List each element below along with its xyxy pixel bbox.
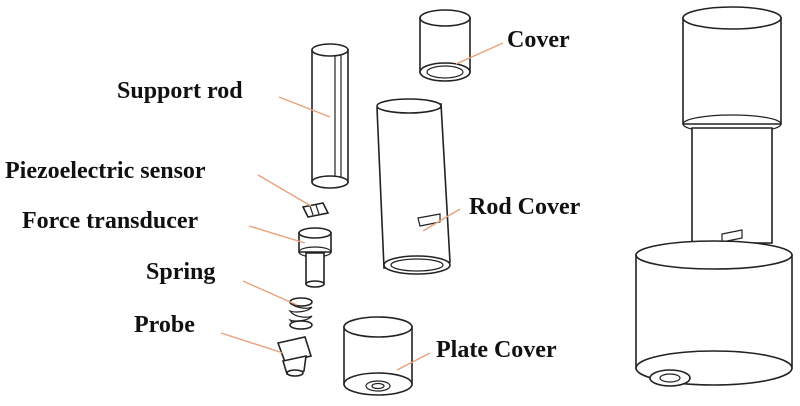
label-spring: Spring — [146, 259, 216, 285]
rod-cover-part — [376, 98, 451, 275]
probe-part — [276, 336, 313, 377]
rod-cover-leader — [422, 208, 461, 232]
piezoelectric-sensor-leader — [257, 174, 312, 207]
label-plate-cover: Plate Cover — [436, 337, 557, 363]
probe-leader — [220, 332, 284, 354]
cover-leader — [455, 42, 504, 65]
label-rod-cover: Rod Cover — [469, 194, 581, 220]
piezoelectric-sensor-part — [301, 202, 330, 218]
spring-leader — [242, 280, 298, 306]
support-rod-part — [311, 43, 349, 189]
label-support-rod: Support rod — [117, 78, 243, 104]
assembled-device — [635, 6, 793, 387]
support-rod-leader — [278, 96, 331, 118]
label-piezoelectric-sensor: Piezoelectric sensor — [5, 158, 206, 184]
label-probe: Probe — [134, 312, 195, 338]
cover-part — [419, 9, 471, 82]
force-transducer-leader — [248, 225, 306, 244]
label-cover: Cover — [507, 27, 570, 53]
plate-cover-leader — [396, 352, 431, 371]
force-transducer-part — [298, 227, 332, 288]
label-force-transducer: Force transducer — [22, 208, 199, 234]
plate-cover-part — [343, 316, 413, 396]
